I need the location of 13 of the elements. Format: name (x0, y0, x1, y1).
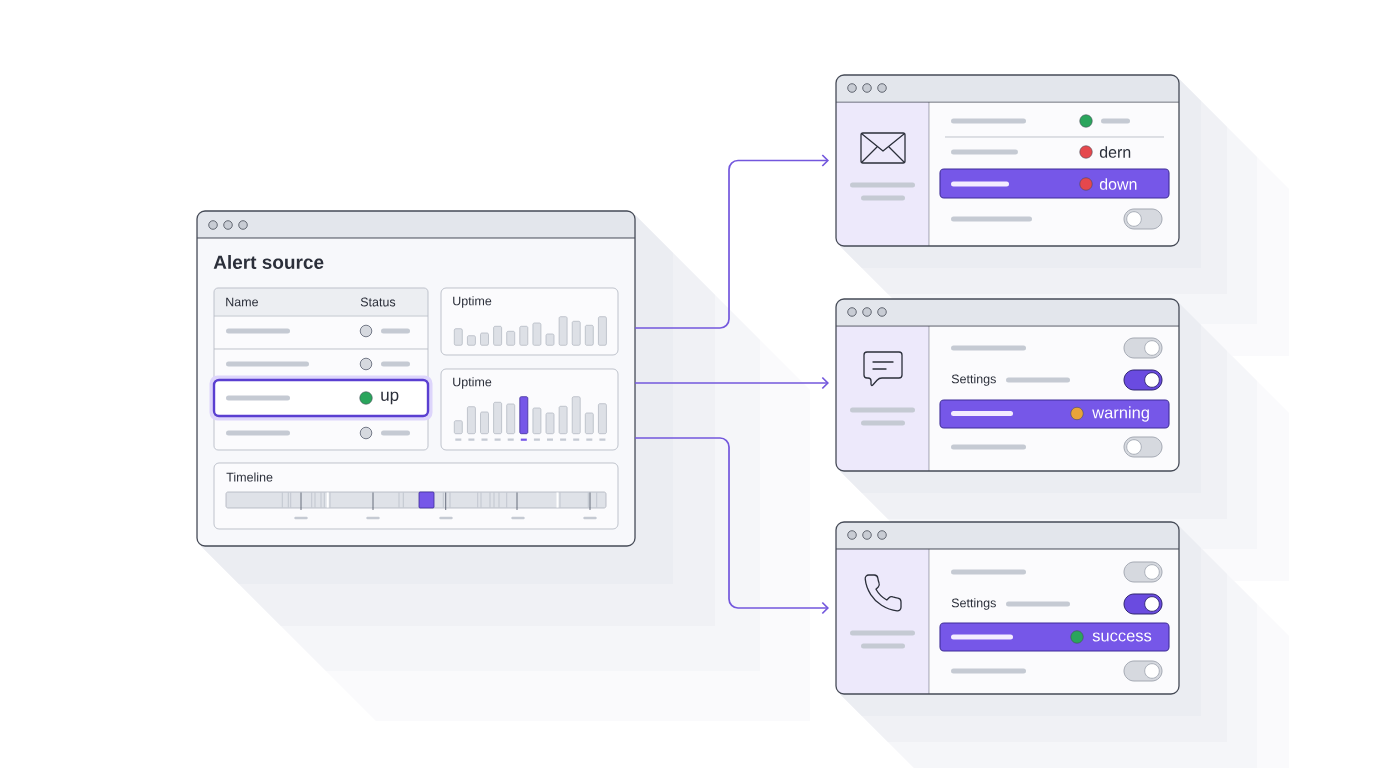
status-text: dern (1099, 146, 1131, 158)
panel-title: Uptime (453, 296, 492, 308)
column-header: Status (360, 297, 396, 307)
status-text: up (381, 391, 399, 405)
status-text: down (1099, 178, 1137, 190)
status-text: success (1092, 632, 1152, 642)
panel-title: Uptime (453, 377, 492, 389)
column-header: Name (226, 297, 258, 307)
status-text: warning (1092, 406, 1149, 422)
panel-title: Timeline (226, 472, 273, 482)
setting-label: Settings (951, 598, 996, 610)
setting-label: Settings (951, 374, 996, 386)
window-title: Alert source (213, 255, 324, 269)
